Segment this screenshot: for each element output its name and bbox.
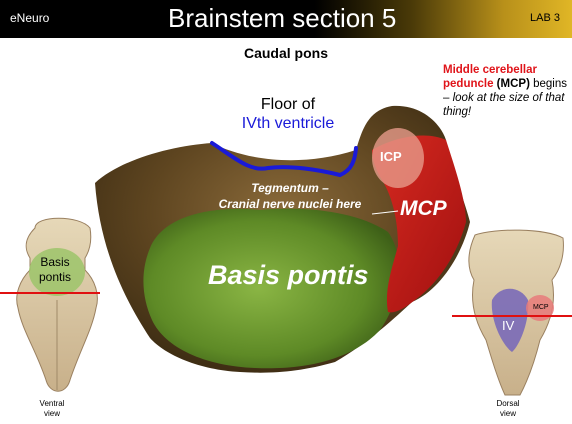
tegmentum-label: Tegmentum – Cranial nerve nuclei here [195, 180, 385, 212]
basis-small-line2: pontis [38, 270, 72, 284]
icp-label: ICP [380, 149, 402, 164]
basis-pontis-region [143, 208, 399, 369]
mcp-note-name: Middle cerebellar peduncle [443, 64, 537, 90]
mcp-note-italic: look at the size of that thing! [443, 92, 565, 118]
header-bar: eNeuro Brainstem section 5 LAB 3 [0, 0, 572, 38]
floor-label: Floor of IVth ventricle [236, 95, 340, 133]
tegmentum-line1: Tegmentum – [251, 181, 329, 195]
dorsal-caption-line1: Dorsal [496, 399, 520, 408]
basis-pontis-small-label: Basis pontis [30, 255, 80, 285]
slide-subtitle: Caudal pons [243, 45, 328, 61]
dorsal-view-caption: Dorsal view [478, 399, 538, 419]
ventral-view-illustration [0, 217, 100, 392]
basis-small-line1: Basis [40, 255, 70, 269]
floor-label-line2: IVth ventricle [241, 115, 335, 132]
mcp-note-plain: begins – [443, 78, 567, 104]
ventricle-outline [210, 141, 358, 178]
tegmentum-line2: Cranial nerve nuclei here [218, 197, 362, 211]
ventral-view-caption: Ventral view [22, 399, 82, 419]
icp-region [372, 128, 424, 188]
brand-label: eNeuro [10, 11, 50, 25]
ventral-caption-line2: view [43, 409, 60, 418]
basis-pontis-label: Basis pontis [208, 260, 369, 290]
dorsal-caption-line2: view [499, 409, 516, 418]
fourth-ventricle-label: IV [502, 318, 515, 333]
ventral-caption-line1: Ventral [39, 399, 65, 408]
mcp-note: Middle cerebellar peduncle (MCP) begins … [443, 63, 568, 119]
dorsal-view-illustration [452, 229, 572, 396]
slide-title: Brainstem section 5 [168, 3, 397, 33]
lab-label: LAB 3 [530, 12, 560, 24]
mcp-small-label: MCP [533, 304, 549, 311]
mcp-label: MCP [400, 197, 447, 220]
leader-line [371, 210, 399, 215]
floor-label-line1: Floor of [260, 96, 316, 113]
mcp-note-abbr: (MCP) [493, 78, 530, 90]
